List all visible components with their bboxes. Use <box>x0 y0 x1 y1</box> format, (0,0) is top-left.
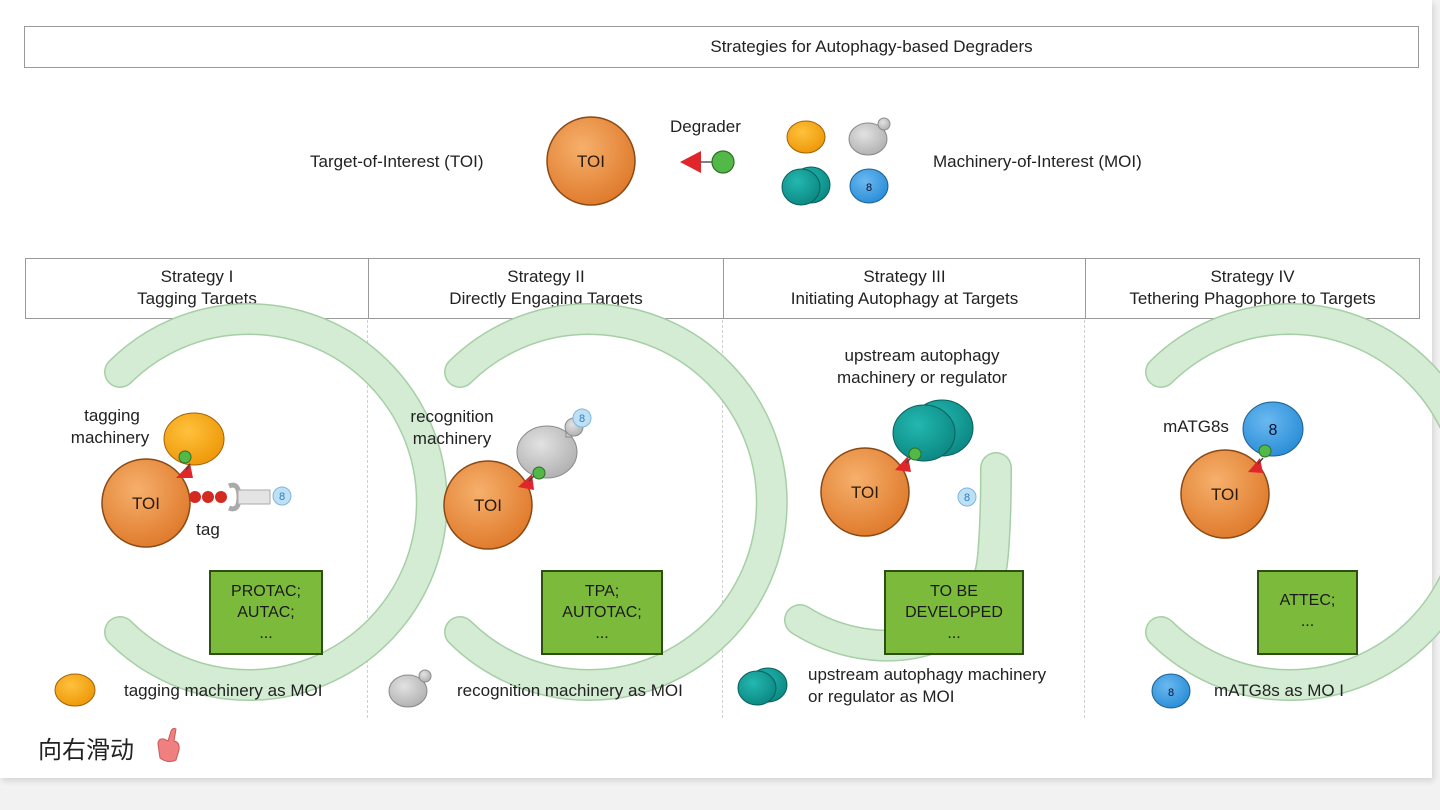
toi-icon: TOI <box>820 447 910 537</box>
atg8-key-icon: 8 <box>849 168 889 204</box>
swipe-hint: 向右滑动 <box>38 737 134 764</box>
degrader-key-icon <box>680 150 735 174</box>
svg-text:8: 8 <box>579 413 585 425</box>
svg-text:8: 8 <box>279 491 285 503</box>
svg-text:TOI: TOI <box>577 152 605 171</box>
toi-icon: TOI <box>443 460 533 550</box>
recognition-machinery-legend-icon <box>388 669 432 708</box>
toi-icon: TOI <box>101 458 191 548</box>
recognition-machinery-key-icon <box>848 117 891 156</box>
svg-text:8: 8 <box>964 492 970 504</box>
atg8-icon: 8 <box>272 486 292 506</box>
degrader-icon <box>176 450 193 478</box>
method-box-strategy-2: TPA;AUTOTAC;... <box>541 570 663 655</box>
atg8-legend-icon: 8 <box>1151 673 1191 709</box>
diagram-title: Strategies for Autophagy-based Degraders <box>710 37 1033 56</box>
phagophore-membrane <box>445 304 787 700</box>
recognition-machinery-icon <box>516 417 584 479</box>
method-box-strategy-1: PROTAC;AUTAC;... <box>209 570 323 655</box>
tag-chain-icon <box>189 482 271 512</box>
degrader-icon <box>895 447 922 472</box>
diagram-card: Strategies for Autophagy-based Degraders… <box>0 0 1440 778</box>
svg-text:TOI: TOI <box>132 494 160 513</box>
toi-icon: TOI <box>1180 449 1270 539</box>
upstream-machinery-icon <box>892 399 974 462</box>
legend-strategy-2: recognition machinery as MOI <box>457 681 683 700</box>
degrader-icon <box>518 466 546 490</box>
legend-strategy-1: tagging machinery as MOI <box>124 681 323 700</box>
atg8-icon: 8 <box>957 487 977 507</box>
toi-key-label: Target-of-Interest (TOI) <box>310 152 484 171</box>
legend-strategy-4: mATG8s as MO I <box>1214 681 1345 700</box>
machinery-label: machinery <box>71 428 150 447</box>
hand-pointer-icon <box>157 727 180 763</box>
tagging-machinery-icon <box>163 412 225 466</box>
regulator-label: machinery or regulator <box>837 368 1007 387</box>
machinery-label: machinery <box>413 429 492 448</box>
column-separator <box>1084 320 1085 718</box>
degrader-key-label: Degrader <box>670 117 741 136</box>
svg-text:8: 8 <box>1269 422 1278 439</box>
upstream-label: upstream autophagy <box>845 346 1000 365</box>
atg8-icon: 8 <box>572 408 592 428</box>
tagging-machinery-legend-icon <box>54 673 96 707</box>
tag-label: tag <box>196 520 220 539</box>
recognition-label: recognition <box>410 407 493 426</box>
matg8s-label: mATG8s <box>1163 417 1229 436</box>
upstream-machinery-legend-icon <box>737 667 788 706</box>
column-separator <box>722 320 723 718</box>
svg-text:8: 8 <box>1168 687 1174 699</box>
atg8-icon: 8 <box>1242 401 1304 457</box>
column-separator <box>367 320 368 718</box>
title-box: Strategies for Autophagy-based Degraders <box>24 26 1419 68</box>
moi-key-label: Machinery-of-Interest (MOI) <box>933 152 1142 171</box>
tagging-label: tagging <box>84 406 140 425</box>
toi-key-icon: TOI <box>546 116 636 206</box>
svg-text:TOI: TOI <box>851 483 879 502</box>
svg-text:8: 8 <box>866 182 872 194</box>
degrader-icon <box>1248 444 1272 473</box>
svg-text:TOI: TOI <box>1211 485 1239 504</box>
upstream-machinery-key-icon <box>781 166 831 206</box>
method-box-strategy-4: ATTEC;... <box>1257 570 1358 655</box>
tagging-machinery-key-icon <box>786 120 826 154</box>
svg-text:TOI: TOI <box>474 496 502 515</box>
phagophore-membrane <box>1146 304 1440 700</box>
